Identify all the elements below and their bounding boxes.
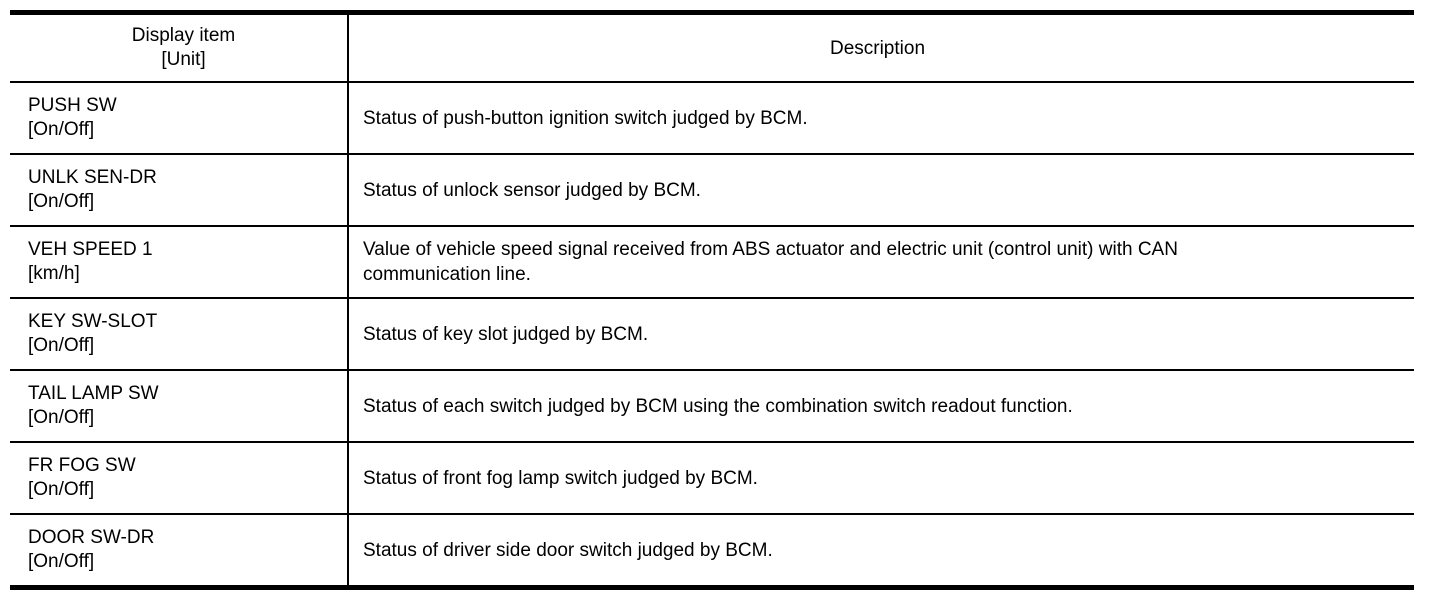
item-unit: [On/Off]	[28, 407, 95, 428]
description-cell: Status of each switch judged by BCM usin…	[349, 371, 1414, 441]
item-unit: [On/Off]	[28, 119, 95, 140]
description-text: Status of push-button ignition switch ju…	[363, 107, 808, 129]
header-unit-label: [Unit]	[161, 49, 206, 70]
item-unit: [On/Off]	[28, 479, 95, 500]
description-text: Status of each switch judged by BCM usin…	[363, 395, 1073, 417]
description-cell: Status of unlock sensor judged by BCM.	[349, 155, 1414, 225]
display-item-cell: DOOR SW-DR [On/Off]	[10, 515, 349, 585]
item-name: DOOR SW-DR	[28, 527, 155, 548]
item-unit: [On/Off]	[28, 551, 95, 572]
table-header-row: Display item [Unit] Description	[10, 15, 1414, 81]
table-row: KEY SW-SLOT [On/Off] Status of key slot …	[10, 297, 1414, 369]
description-cell: Value of vehicle speed signal received f…	[349, 227, 1414, 297]
description-text: Status of driver side door switch judged…	[363, 539, 773, 561]
header-display-item-label: Display item	[131, 25, 236, 46]
display-item-table: Display item [Unit] Description PUSH SW …	[10, 10, 1414, 590]
description-cell: Status of key slot judged by BCM.	[349, 299, 1414, 369]
description-cell: Status of front fog lamp switch judged b…	[349, 443, 1414, 513]
table-row: FR FOG SW [On/Off] Status of front fog l…	[10, 441, 1414, 513]
item-name: VEH SPEED 1	[28, 239, 153, 260]
header-cell-display-item: Display item [Unit]	[10, 15, 349, 81]
header-description-label: Description	[829, 37, 926, 59]
display-item-cell: KEY SW-SLOT [On/Off]	[10, 299, 349, 369]
header-cell-description: Description	[349, 15, 1414, 81]
description-cell: Status of driver side door switch judged…	[349, 515, 1414, 585]
description-text: Value of vehicle speed signal received f…	[363, 239, 1178, 285]
display-item-cell: FR FOG SW [On/Off]	[10, 443, 349, 513]
description-text: Status of front fog lamp switch judged b…	[363, 467, 758, 489]
item-unit: [On/Off]	[28, 191, 95, 212]
display-item-cell: UNLK SEN-DR [On/Off]	[10, 155, 349, 225]
table-row: TAIL LAMP SW [On/Off] Status of each swi…	[10, 369, 1414, 441]
table-row: DOOR SW-DR [On/Off] Status of driver sid…	[10, 513, 1414, 585]
item-name: FR FOG SW	[28, 455, 136, 476]
description-text: Status of key slot judged by BCM.	[363, 323, 649, 345]
table-row: PUSH SW [On/Off] Status of push-button i…	[10, 81, 1414, 153]
item-name: UNLK SEN-DR	[28, 167, 157, 188]
display-item-cell: VEH SPEED 1 [km/h]	[10, 227, 349, 297]
item-name: TAIL LAMP SW	[28, 383, 159, 404]
table-row: UNLK SEN-DR [On/Off] Status of unlock se…	[10, 153, 1414, 225]
display-item-cell: TAIL LAMP SW [On/Off]	[10, 371, 349, 441]
description-text: Status of unlock sensor judged by BCM.	[363, 179, 701, 201]
table-row: VEH SPEED 1 [km/h] Value of vehicle spee…	[10, 225, 1414, 297]
item-unit: [km/h]	[28, 263, 80, 284]
display-item-cell: PUSH SW [On/Off]	[10, 83, 349, 153]
item-name: KEY SW-SLOT	[28, 311, 158, 332]
item-name: PUSH SW	[28, 95, 117, 116]
description-cell: Status of push-button ignition switch ju…	[349, 83, 1414, 153]
item-unit: [On/Off]	[28, 335, 95, 356]
